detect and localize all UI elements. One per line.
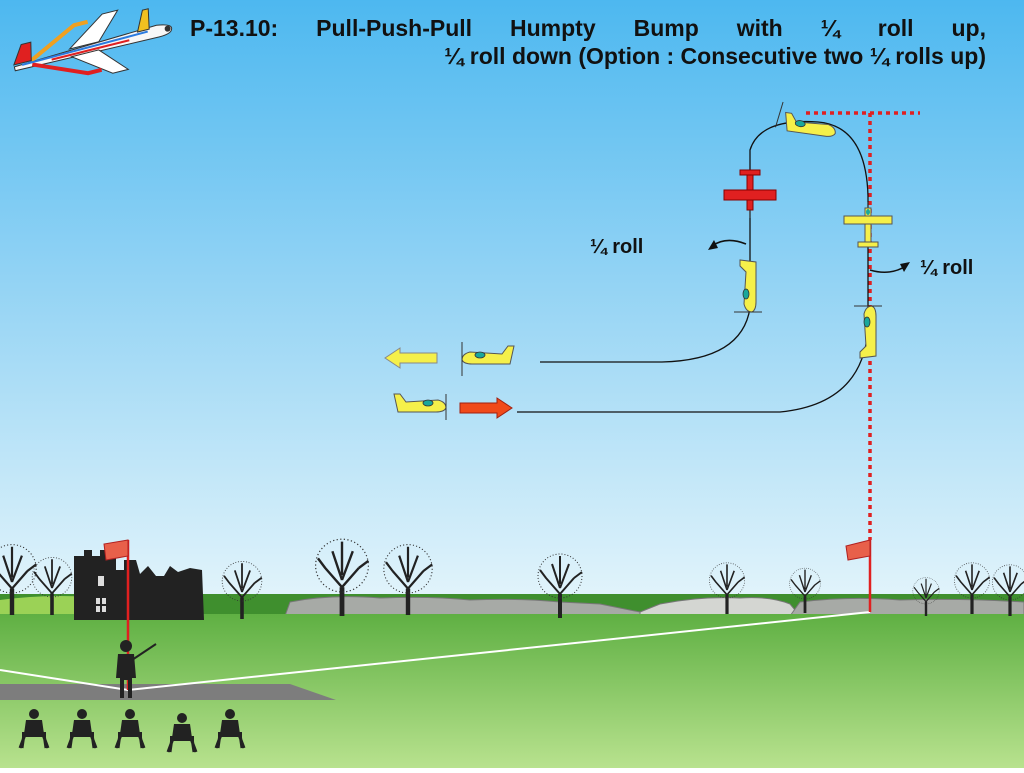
figure-title-line-2: ¼ roll down (Option : Consecutive two ¼ … <box>444 43 986 69</box>
pilot-silhouette <box>116 640 157 698</box>
sight-line-left <box>0 669 129 691</box>
plane-vertical-down-icon <box>734 259 762 313</box>
roll-arrow-right <box>869 262 910 274</box>
quarter-roll-label-right: ¼ roll <box>920 257 974 279</box>
figure-title: P-13.10: Pull-Push-Pull Humpty Bump with… <box>190 14 986 70</box>
plane-top-loop-icon <box>775 101 836 137</box>
entry-arrow <box>459 397 513 419</box>
sight-line-center <box>127 611 871 691</box>
aerobatic-plane-logo-icon <box>13 8 173 76</box>
exit-arrow <box>384 347 438 369</box>
roll-arrow-left <box>708 239 747 250</box>
plane-vertical-up-icon <box>854 305 882 359</box>
plane-top-view-red-icon <box>723 169 777 218</box>
castle-silhouette <box>74 550 204 620</box>
runway <box>0 684 336 700</box>
rock-hill-1 <box>284 596 641 617</box>
flight-path <box>517 120 869 413</box>
sky <box>0 0 1024 600</box>
plane-exit-icon <box>461 342 515 376</box>
plane-entry-icon <box>393 393 447 420</box>
aerobatic-box-line <box>806 111 920 540</box>
right-flag <box>845 538 872 612</box>
figure-title-line-1: P-13.10: Pull-Push-Pull Humpty Bump with… <box>190 15 986 41</box>
quarter-roll-label-left: ¼ roll <box>590 236 644 258</box>
rock-hill-2 <box>639 597 802 617</box>
plane-top-view-yellow-icon <box>843 202 893 248</box>
rock-hill-3 <box>789 597 1024 617</box>
